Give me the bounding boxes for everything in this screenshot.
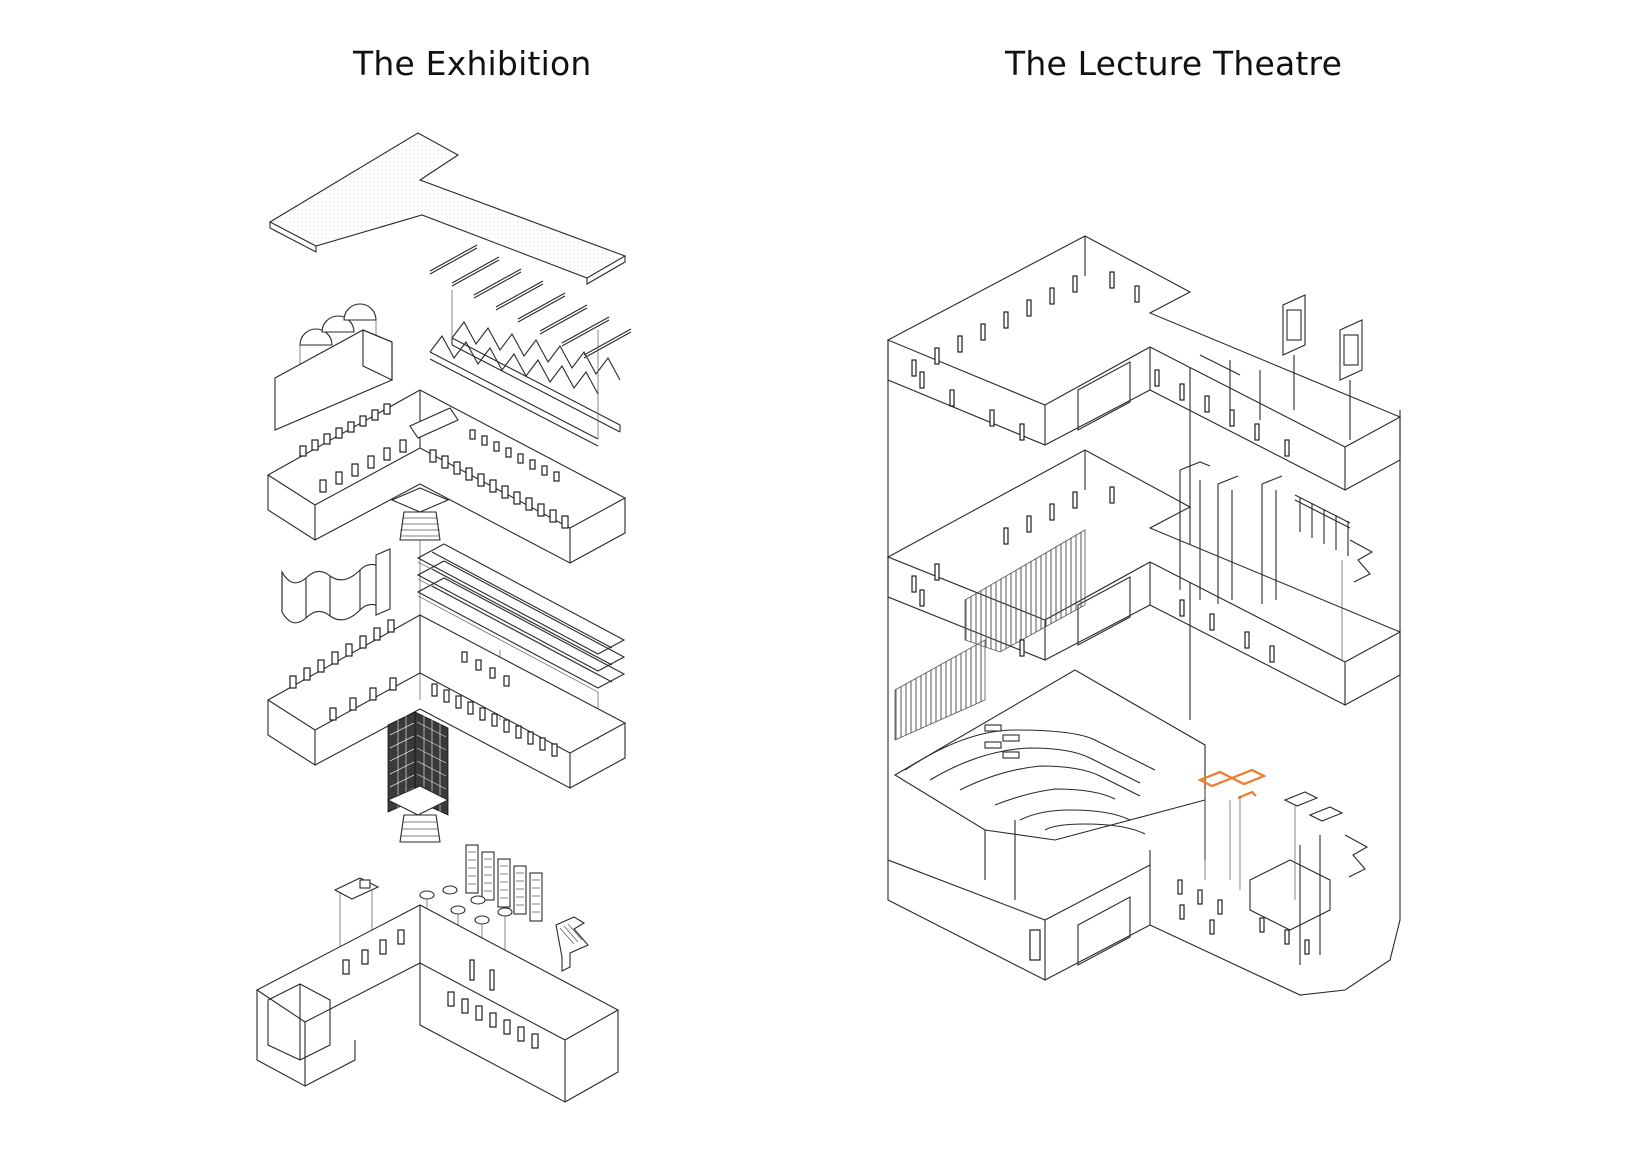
exhibition-roof-trusses bbox=[429, 290, 621, 447]
exhibition-detached-stair bbox=[555, 916, 589, 972]
lecture-theatre-title: The Lecture Theatre bbox=[1005, 44, 1343, 83]
middle-floor-light-rig bbox=[1179, 461, 1374, 660]
theatre-top-floor bbox=[886, 235, 1402, 491]
exhibition-upper-stair bbox=[390, 487, 450, 700]
exhibition-diagram bbox=[255, 132, 632, 1103]
lecture-theatre-diagram bbox=[886, 235, 1402, 996]
ground-floor-windows-theatre bbox=[1177, 879, 1310, 955]
middle-floor-windows-theatre bbox=[911, 486, 1275, 663]
exhibition-roof-beams bbox=[429, 244, 632, 359]
exhibition-dark-shelving bbox=[386, 711, 450, 843]
exhibition-upper-floor bbox=[266, 329, 627, 564]
exhibition-hanging-panels bbox=[465, 844, 543, 922]
ground-floor-windows bbox=[342, 929, 539, 1049]
exhibition-domes bbox=[299, 303, 377, 380]
exhibition-light-rails bbox=[416, 543, 626, 740]
top-floor-windows bbox=[911, 271, 1290, 457]
exhibition-curved-partitions bbox=[281, 548, 391, 624]
theatre-acoustic-panel bbox=[894, 639, 986, 741]
theatre-ground-floor bbox=[887, 791, 1401, 996]
upper-floor-windows bbox=[299, 403, 569, 529]
exhibition-title: The Exhibition bbox=[353, 44, 592, 83]
theatre-middle-floor bbox=[886, 449, 1402, 706]
top-floor-tall-panels bbox=[1199, 294, 1363, 440]
exhibition-middle-floor bbox=[266, 614, 627, 789]
middle-floor-windows bbox=[289, 619, 558, 757]
theatre-highlight-element bbox=[1197, 768, 1267, 890]
exhibition-ground-floor bbox=[255, 904, 620, 1103]
exhibition-roof-slab bbox=[268, 132, 627, 285]
